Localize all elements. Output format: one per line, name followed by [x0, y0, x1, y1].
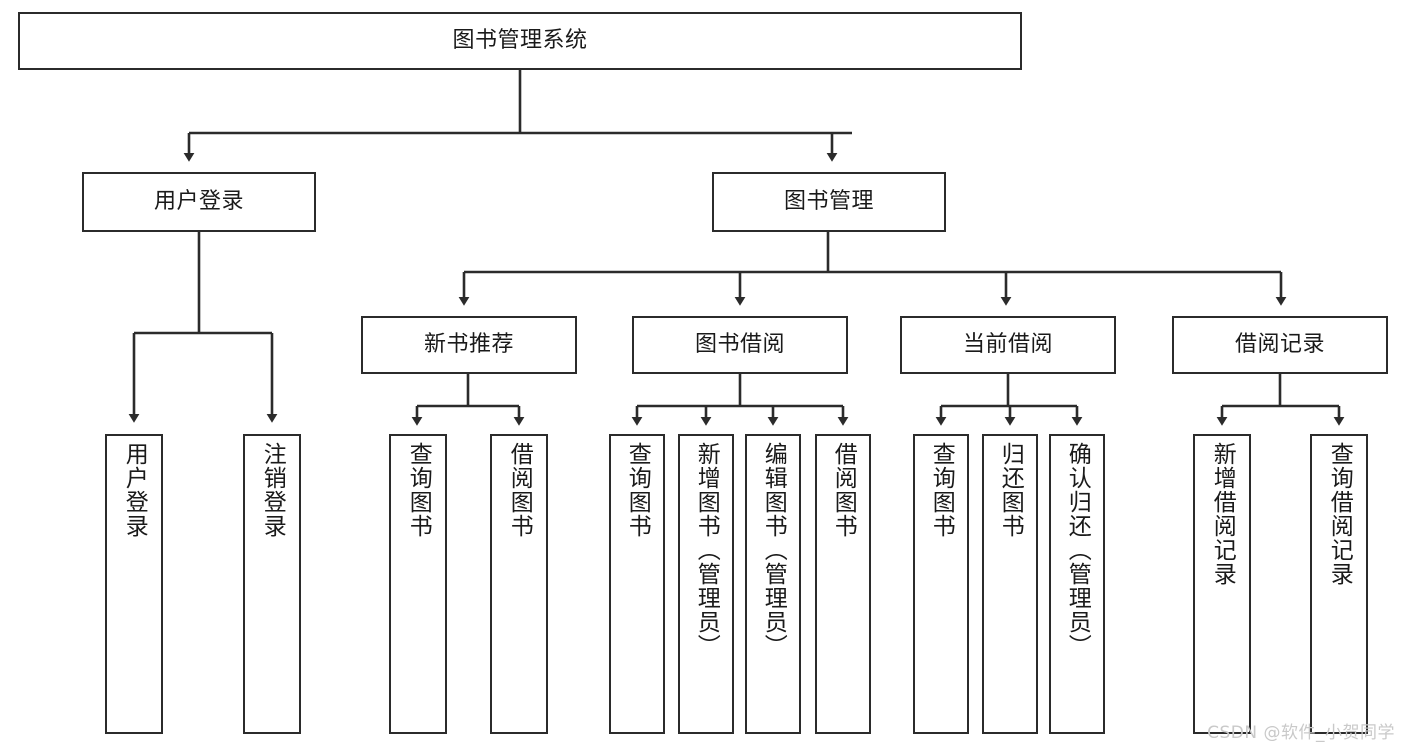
node-label: 归还图书 [997, 442, 1024, 538]
node-label: 新增图书（管理员） [693, 442, 720, 658]
node-leaf-logout[interactable]: 注销登录 [243, 434, 301, 734]
node-label: 用户登录 [121, 442, 148, 538]
node-leaf-query-book-1[interactable]: 查询图书 [389, 434, 447, 734]
node-leaf-user-login[interactable]: 用户登录 [105, 434, 163, 734]
node-label: 借阅图书 [506, 442, 533, 538]
node-new-book-rec[interactable]: 新书推荐 [361, 316, 577, 374]
node-leaf-query-record[interactable]: 查询借阅记录 [1310, 434, 1368, 734]
node-leaf-query-book-2[interactable]: 查询图书 [609, 434, 665, 734]
node-leaf-confirm-return[interactable]: 确认归还（管理员） [1049, 434, 1105, 734]
node-leaf-edit-book[interactable]: 编辑图书（管理员） [745, 434, 801, 734]
node-root-system[interactable]: 图书管理系统 [18, 12, 1022, 70]
node-leaf-borrow-book-2[interactable]: 借阅图书 [815, 434, 871, 734]
node-leaf-query-book-3[interactable]: 查询图书 [913, 434, 969, 734]
node-borrow-record[interactable]: 借阅记录 [1172, 316, 1388, 374]
node-label: 图书管理 [783, 188, 874, 214]
node-label: 确认归还（管理员） [1064, 442, 1091, 658]
node-leaf-add-book[interactable]: 新增图书（管理员） [678, 434, 734, 734]
node-book-borrow[interactable]: 图书借阅 [632, 316, 848, 374]
node-current-borrow[interactable]: 当前借阅 [900, 316, 1116, 374]
node-label: 用户登录 [153, 188, 244, 214]
node-label: 注销登录 [259, 442, 286, 538]
node-leaf-borrow-book-1[interactable]: 借阅图书 [490, 434, 548, 734]
node-leaf-return-book[interactable]: 归还图书 [982, 434, 1038, 734]
node-label: 查询图书 [624, 442, 651, 538]
node-label: 新书推荐 [423, 331, 514, 357]
node-book-manage[interactable]: 图书管理 [712, 172, 946, 232]
node-label: 当前借阅 [962, 331, 1053, 357]
node-label: 借阅记录 [1234, 331, 1325, 357]
node-label: 图书借阅 [694, 331, 785, 357]
node-label: 查询图书 [405, 442, 432, 538]
node-label: 图书管理系统 [452, 27, 588, 53]
node-label: 编辑图书（管理员） [760, 442, 787, 658]
node-user-login[interactable]: 用户登录 [82, 172, 316, 232]
csdn-watermark: CSDN @软件_小贺同学 [1207, 723, 1395, 743]
node-leaf-add-record[interactable]: 新增借阅记录 [1193, 434, 1251, 734]
node-label: 查询借阅记录 [1326, 442, 1353, 586]
node-label: 借阅图书 [830, 442, 857, 538]
node-label: 查询图书 [928, 442, 955, 538]
node-label: 新增借阅记录 [1209, 442, 1236, 586]
